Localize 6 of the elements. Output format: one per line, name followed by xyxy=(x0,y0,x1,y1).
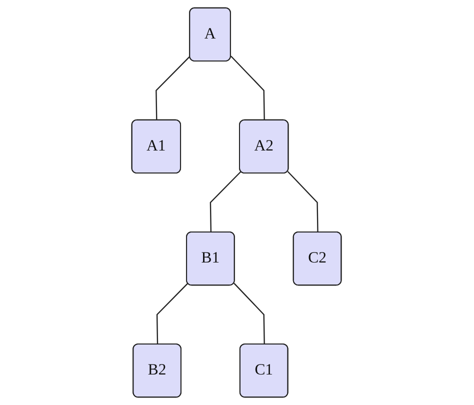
connector xyxy=(288,171,319,232)
connector xyxy=(156,282,189,345)
connector xyxy=(156,56,191,120)
connector xyxy=(234,282,266,345)
connector xyxy=(210,171,242,232)
connector xyxy=(231,56,266,120)
